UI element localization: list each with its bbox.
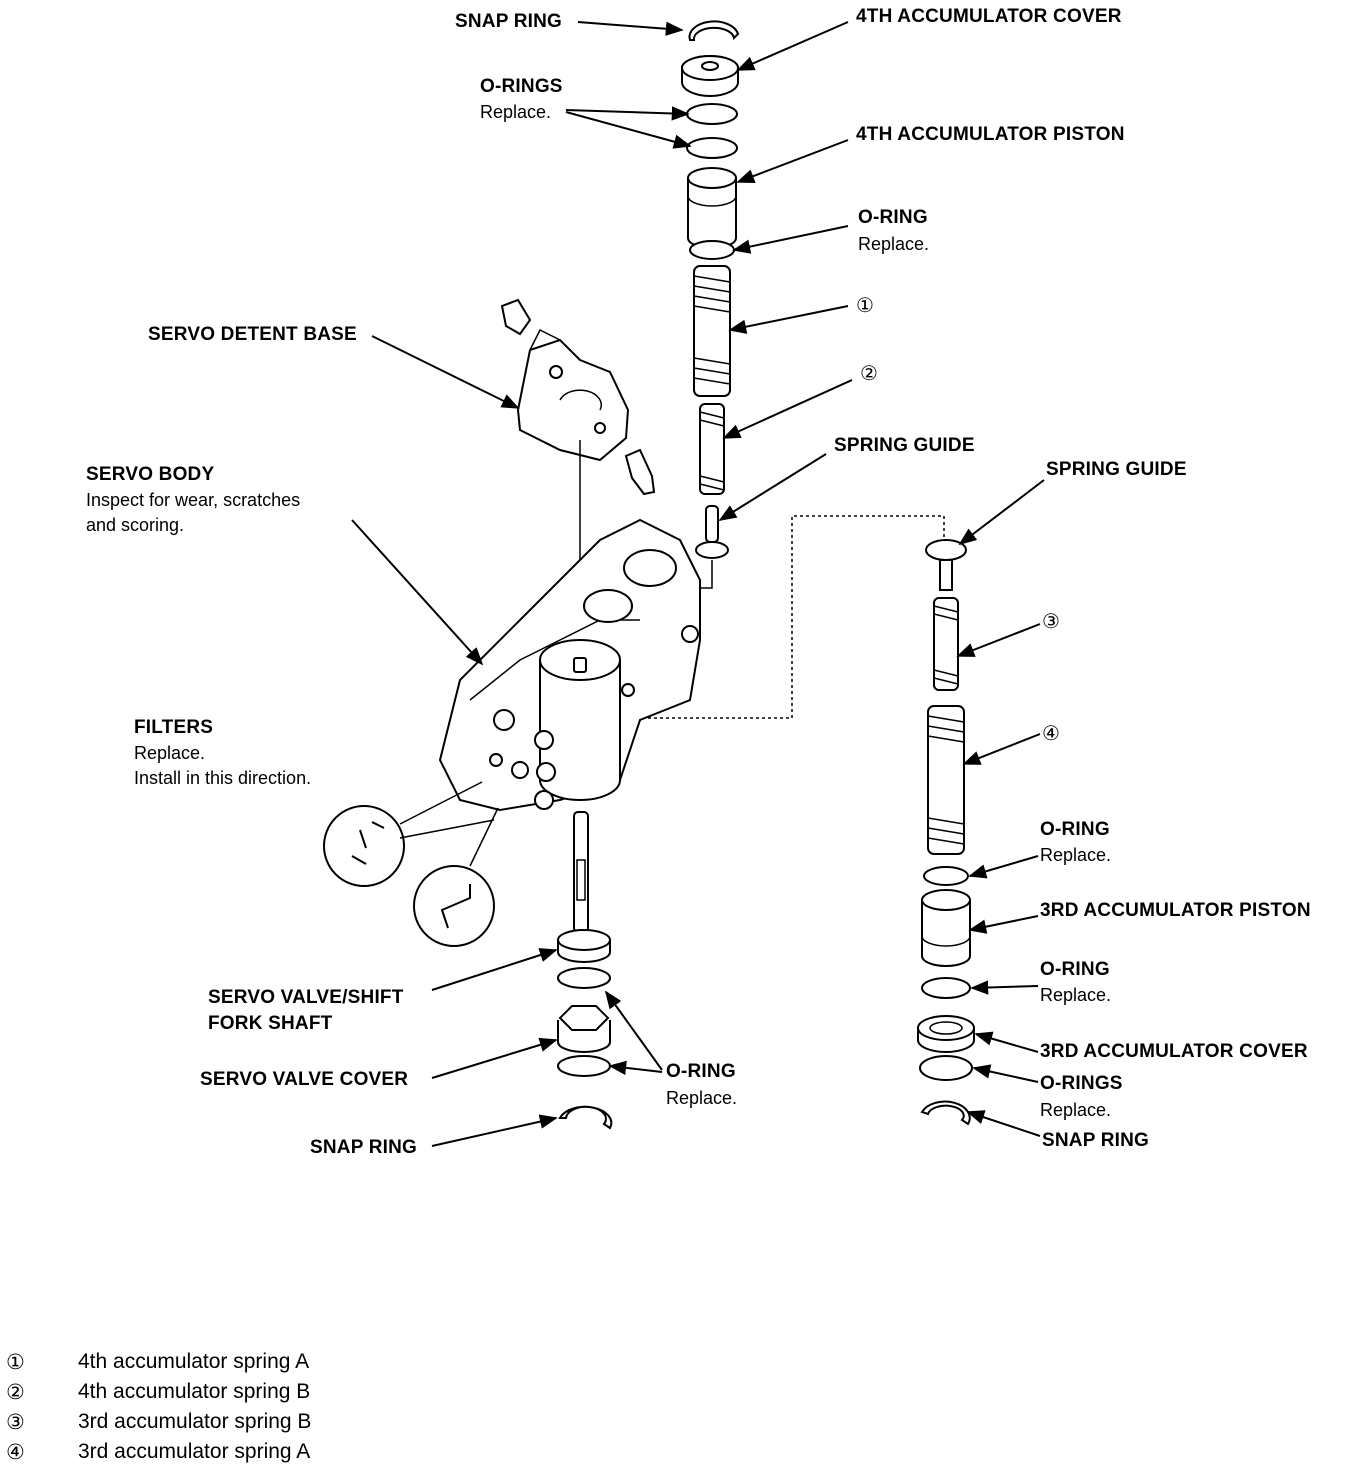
note-servo-body-2: and scoring. bbox=[86, 515, 185, 535]
servo-valve-cover-part bbox=[557, 1005, 611, 1053]
label-o-rings-top: O-RINGS bbox=[480, 76, 563, 97]
legend-text: 3rd accumulator spring A bbox=[78, 1440, 311, 1463]
callout-4: ④ bbox=[1042, 721, 1060, 745]
label-o-ring-4th: O-RING bbox=[858, 207, 928, 228]
spring-guide-right-part bbox=[925, 539, 967, 591]
accumulator-3rd-piston-part bbox=[921, 889, 971, 967]
label-o-ring-servo: O-RING bbox=[666, 1061, 736, 1082]
label-4th-accumulator-piston: 4TH ACCUMULATOR PISTON bbox=[856, 124, 1125, 145]
note-o-ring-3rd-upper: Replace. bbox=[1040, 845, 1112, 865]
callout-1: ① bbox=[856, 293, 874, 317]
snap-ring-bottom-part bbox=[558, 1105, 613, 1130]
label-spring-guide-left: SPRING GUIDE bbox=[834, 435, 975, 456]
label-servo-valve-shift-2: FORK SHAFT bbox=[208, 1013, 333, 1034]
legend-text: 4th accumulator spring A bbox=[78, 1350, 310, 1373]
servo-body-part bbox=[438, 518, 701, 812]
legend-number: ② bbox=[6, 1380, 25, 1404]
o-ring-3rd-upper-part bbox=[923, 866, 969, 886]
legend-number: ① bbox=[6, 1350, 25, 1374]
o-ring-top-1-part bbox=[686, 103, 738, 125]
filter-detail-2-part bbox=[413, 865, 495, 947]
label-snap-ring-bottom: SNAP RING bbox=[310, 1137, 418, 1158]
label-filters: FILTERS bbox=[134, 717, 214, 738]
accumulator-4th-cover-part bbox=[681, 55, 739, 97]
o-rings-3rd-part bbox=[919, 1055, 973, 1081]
label-servo-valve-cover: SERVO VALVE COVER bbox=[200, 1069, 409, 1090]
snap-ring-top-part bbox=[688, 20, 740, 41]
o-ring-top-2-part bbox=[686, 137, 738, 159]
label-servo-valve-shift-1: SERVO VALVE/SHIFT bbox=[208, 987, 404, 1008]
legend-text: 4th accumulator spring B bbox=[78, 1380, 311, 1403]
legend-text: 3rd accumulator spring B bbox=[78, 1410, 312, 1433]
detent-pin-part bbox=[500, 298, 532, 336]
spring-3rd-a-part bbox=[927, 705, 965, 855]
accumulator-4th-piston-part bbox=[687, 167, 737, 249]
servo-valve-shaft-part bbox=[557, 811, 611, 963]
label-o-ring-3rd-lower: O-RING bbox=[1040, 959, 1110, 980]
o-ring-4th-part bbox=[689, 240, 735, 260]
o-ring-servo-2-part bbox=[557, 1055, 611, 1077]
note-filters-1: Replace. bbox=[134, 743, 206, 763]
label-servo-body: SERVO BODY bbox=[86, 464, 215, 485]
note-servo-body-1: Inspect for wear, scratches bbox=[86, 490, 301, 510]
note-o-rings-top: Replace. bbox=[480, 102, 552, 122]
legend-number: ④ bbox=[6, 1440, 25, 1464]
label-snap-ring-top: SNAP RING bbox=[455, 11, 563, 32]
label-o-rings-3rd: O-RINGS bbox=[1040, 1073, 1123, 1094]
spring-4th-a-part bbox=[693, 265, 731, 397]
snap-ring-right-part bbox=[920, 1100, 971, 1126]
spring-4th-b-part bbox=[699, 403, 725, 495]
o-ring-servo-1-part bbox=[557, 967, 611, 989]
spring-guide-left-part bbox=[695, 505, 729, 559]
callout-3: ③ bbox=[1042, 609, 1060, 633]
spring-3rd-b-part bbox=[933, 597, 959, 691]
label-snap-ring-right: SNAP RING bbox=[1042, 1130, 1150, 1151]
note-o-ring-4th: Replace. bbox=[858, 234, 930, 254]
note-o-ring-servo: Replace. bbox=[666, 1088, 738, 1108]
leader-lines bbox=[351, 21, 1045, 1147]
label-3rd-accumulator-piston: 3RD ACCUMULATOR PISTON bbox=[1040, 900, 1311, 921]
label-3rd-accumulator-cover: 3RD ACCUMULATOR COVER bbox=[1040, 1041, 1308, 1062]
legend-number: ③ bbox=[6, 1410, 25, 1434]
o-ring-3rd-lower-part bbox=[921, 977, 971, 999]
servo-detent-base-part bbox=[516, 328, 630, 462]
note-o-ring-3rd-lower: Replace. bbox=[1040, 985, 1112, 1005]
callout-2: ② bbox=[860, 361, 878, 385]
detent-bolt-part bbox=[624, 448, 656, 496]
accumulator-3rd-cover-part bbox=[917, 1015, 975, 1053]
filter-detail-1-part bbox=[323, 805, 405, 887]
note-o-rings-3rd: Replace. bbox=[1040, 1100, 1112, 1120]
label-4th-accumulator-cover: 4TH ACCUMULATOR COVER bbox=[856, 6, 1122, 27]
note-filters-2: Install in this direction. bbox=[134, 768, 312, 788]
label-spring-guide-right: SPRING GUIDE bbox=[1046, 459, 1187, 480]
label-o-ring-3rd-upper: O-RING bbox=[1040, 819, 1110, 840]
label-servo-detent-base: SERVO DETENT BASE bbox=[148, 324, 357, 345]
